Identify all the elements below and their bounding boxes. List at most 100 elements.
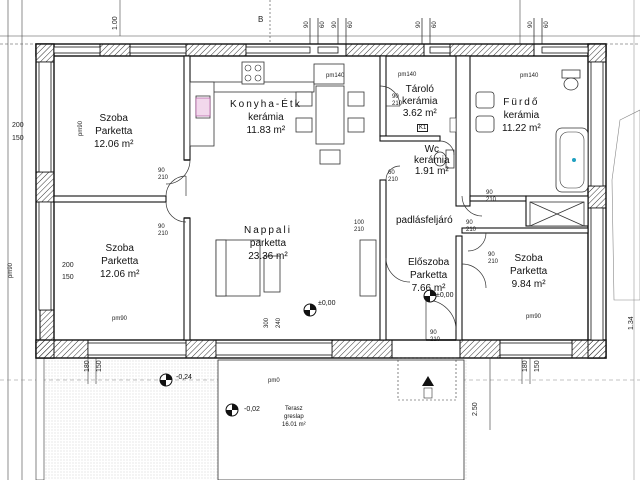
- room-floor: greslap: [284, 414, 304, 420]
- sill-label: pm90: [78, 120, 84, 136]
- room-area: 11.83 m²: [246, 125, 286, 136]
- room-name: Nappali: [244, 225, 292, 236]
- dim-bottom-150: 150: [534, 360, 541, 372]
- height-300: 300: [264, 317, 270, 328]
- room-bathroom: Fürdő kerámia 11.22 m²: [502, 96, 541, 135]
- room-bedroom1: Szoba Parketta 12.06 m²: [94, 112, 133, 151]
- tick-label: 90: [528, 21, 534, 28]
- room-area: 12.06 m²: [94, 139, 134, 150]
- toilet-icon: [561, 69, 581, 91]
- dim-bottom-150: 150: [96, 360, 103, 372]
- room-area: 23.36 m²: [248, 251, 288, 262]
- level-terrace: -0,02: [244, 406, 260, 413]
- terrace-pad: [217, 359, 465, 480]
- room-bedroom2: Szoba Parketta 12.06 m²: [100, 242, 139, 281]
- tick-label: 90: [416, 21, 422, 28]
- room-floor: kerámia: [248, 112, 284, 123]
- sill-label: pm0: [268, 378, 280, 384]
- room-name: Konyha-Étk: [230, 99, 302, 110]
- room-area: 7.66 m²: [411, 283, 446, 294]
- entrance-arrow-icon: [397, 357, 457, 401]
- room-floor: kerámia: [503, 110, 540, 121]
- room-bedroom3: Szoba Parketta 9.84 m²: [510, 252, 547, 291]
- sill-label: pm140: [520, 73, 539, 79]
- room-name: Terasz: [285, 406, 303, 412]
- height-240: 240: [276, 317, 282, 328]
- room-floor: Parketta: [95, 126, 133, 137]
- room-name: Wc: [424, 144, 440, 155]
- room-floor: parketta: [249, 238, 287, 249]
- room-floor: kerámia: [402, 96, 438, 107]
- room-floor: kerámia: [414, 155, 450, 166]
- wc-toilet-icon: [433, 149, 455, 169]
- storage-tag: K1: [417, 124, 429, 132]
- room-area: 1.91 m²: [414, 166, 449, 177]
- sill-label: pm90: [526, 314, 542, 320]
- top-ticks: [309, 18, 543, 44]
- dim-bottom-180: 180: [522, 360, 529, 372]
- room-kitchen: Konyha-Étk kerámia 11.83 m²: [230, 98, 302, 137]
- sill-label: pm90: [112, 316, 128, 322]
- level-label: ±0,00: [436, 292, 454, 299]
- room-area: 9.84 m²: [511, 279, 546, 290]
- room-name: Fürdő: [503, 97, 540, 108]
- section-mark: B: [258, 15, 264, 24]
- room-name: Szoba: [105, 243, 134, 254]
- dim-bottom-180: 180: [84, 360, 91, 372]
- sill-label: pm140: [326, 73, 345, 79]
- tick-label: 60: [320, 21, 326, 28]
- room-name: Előszoba: [408, 257, 450, 268]
- stove-icon: [241, 61, 265, 85]
- dim-left-150: 150: [12, 135, 24, 142]
- dim-top-100: 1.00: [112, 16, 119, 30]
- windows: [38, 46, 604, 356]
- sill-label: pm140: [398, 72, 417, 78]
- tick-label: 60: [432, 21, 438, 28]
- level-outside: -0,24: [176, 374, 192, 381]
- interior-walls: [53, 55, 589, 341]
- room-area: 12.06 m²: [100, 269, 140, 280]
- room-name: Szoba: [514, 253, 543, 264]
- room-floor: Parketta: [510, 266, 548, 277]
- room-storage: Tároló kerámia 3.62 m²: [402, 84, 438, 120]
- room-living: Nappali parketta 23.36 m²: [244, 224, 292, 263]
- dim-right-134: 1.34: [628, 316, 635, 330]
- fridge-icon: [313, 63, 345, 85]
- sink-icon: [195, 97, 211, 117]
- shower-tray: [529, 201, 585, 227]
- tick-label: 60: [348, 21, 354, 28]
- washbasin-icon: [475, 91, 495, 109]
- tick-label: 90: [304, 21, 310, 28]
- room-terrace: Terasz greslap 16.01 m²: [282, 405, 306, 429]
- dim-left-150: 150: [62, 274, 74, 281]
- level-marker-icon: [159, 289, 437, 417]
- tv-cabinet: [359, 239, 377, 297]
- dim-left-200: 200: [62, 262, 74, 269]
- room-name: Tároló: [405, 84, 434, 95]
- dim-right-250: 2.50: [472, 402, 479, 416]
- room-floor: Parketta: [409, 270, 448, 281]
- room-area: 3.62 m²: [402, 108, 437, 119]
- room-name: Szoba: [99, 113, 128, 124]
- dim-left-200: 200: [12, 122, 24, 129]
- tick-label: 90: [332, 21, 338, 28]
- dining-table: [295, 85, 365, 165]
- level-label: ±0,00: [318, 300, 336, 307]
- room-area: 11.22 m²: [502, 123, 541, 134]
- sofa: [215, 239, 281, 297]
- car-outline: [611, 109, 640, 301]
- room-attic-stair: padlásfeljáró: [396, 215, 453, 226]
- sill-label: pm90: [8, 262, 14, 278]
- wall-hatching: [35, 43, 607, 359]
